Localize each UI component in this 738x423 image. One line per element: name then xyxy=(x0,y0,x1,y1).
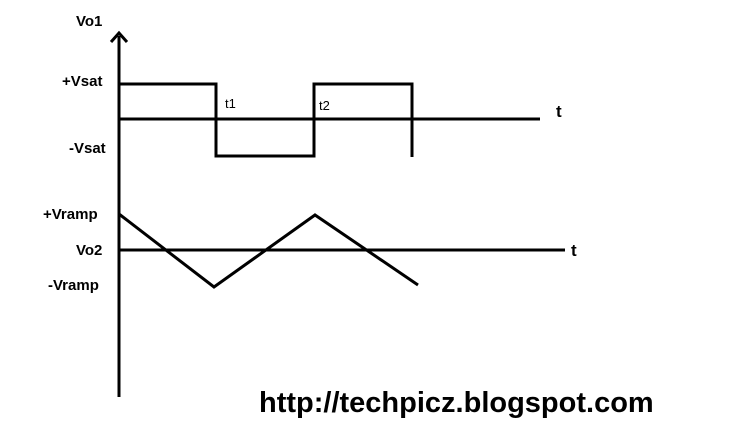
vsat-high-label: +Vsat xyxy=(62,73,102,90)
vsat-low-label: -Vsat xyxy=(69,140,106,157)
t2-label: t2 xyxy=(319,98,330,113)
vo1-square-wave xyxy=(119,82,414,158)
vo2-axis-label: Vo2 xyxy=(76,242,102,259)
vo1-time-label: t xyxy=(556,102,562,121)
t1-label: t1 xyxy=(225,96,236,111)
vramp-high-label: +Vramp xyxy=(43,206,98,223)
blog-url-watermark: http://techpicz.blogspot.com xyxy=(259,387,654,419)
vo1-axis-label: Vo1 xyxy=(76,13,102,30)
vramp-low-label: -Vramp xyxy=(48,277,99,294)
vo2-triangle-wave xyxy=(118,212,419,289)
vertical-axis-arrowhead xyxy=(109,30,129,43)
vo2-time-label: t xyxy=(571,241,577,260)
